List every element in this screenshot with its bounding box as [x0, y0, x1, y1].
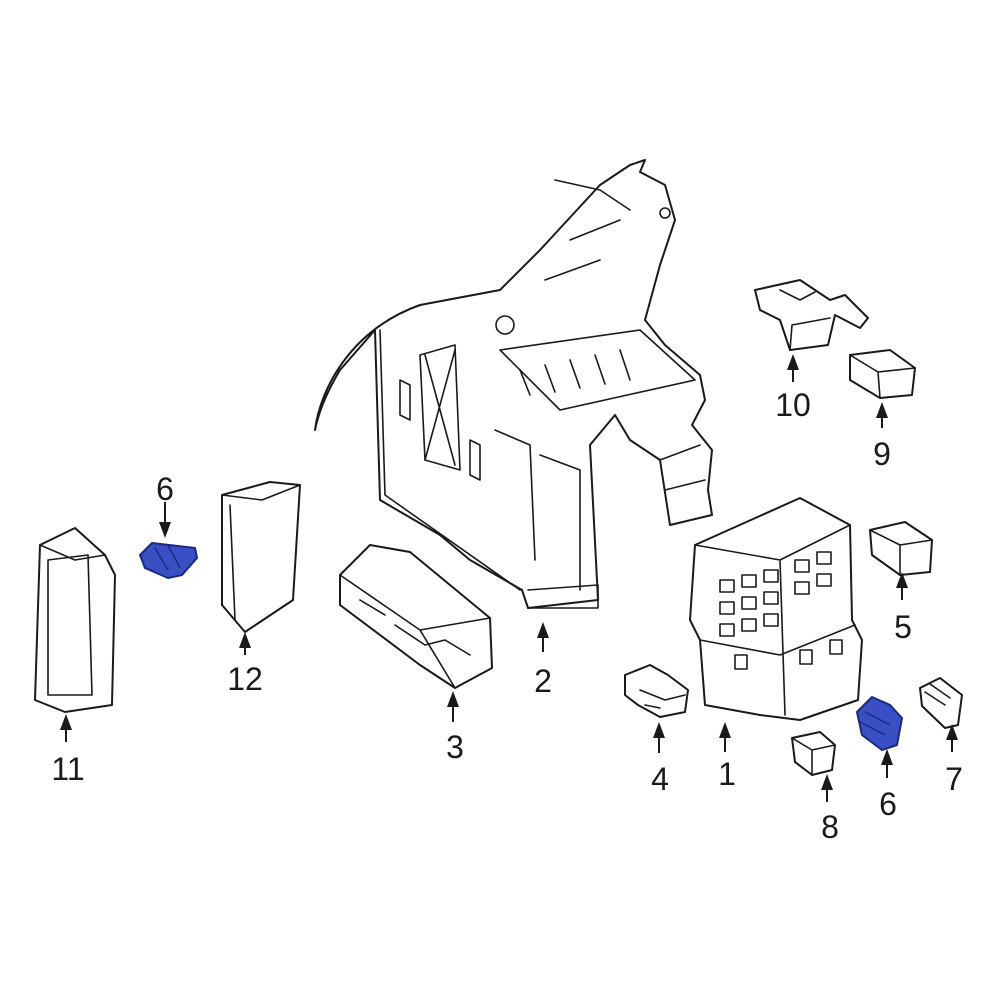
callout-label-6-right: 6 [879, 786, 897, 822]
part-12-cover[interactable] [221, 481, 301, 633]
callout-label-3: 3 [446, 729, 464, 765]
callout-label-9: 9 [873, 436, 891, 472]
part-10-connector[interactable] [754, 279, 869, 351]
callout-label-5: 5 [894, 609, 912, 645]
part-8-relay[interactable] [791, 731, 836, 776]
part-4-connector[interactable] [624, 664, 689, 718]
callout-label-12: 12 [227, 661, 263, 697]
part-6-fuse-highlighted[interactable] [139, 542, 198, 579]
part-2-bracket[interactable] [314, 159, 713, 609]
part-6-fuse-highlighted[interactable] [856, 696, 903, 751]
callout-label-2: 2 [534, 663, 552, 699]
callout-arrows [60, 354, 958, 802]
part-7-fuse[interactable] [919, 677, 963, 729]
callout-label-8: 8 [821, 809, 839, 845]
callout-label-6-left: 6 [156, 471, 174, 507]
part-1-fuse-box[interactable] [689, 497, 863, 721]
part-5-relay[interactable] [869, 521, 933, 576]
callout-label-4: 4 [651, 761, 669, 797]
callout-label-11: 11 [51, 751, 84, 787]
callout-label-10: 10 [775, 387, 811, 423]
part-3-tray[interactable] [339, 544, 493, 689]
part-9-relay[interactable] [849, 349, 916, 399]
callout-label-1: 1 [718, 756, 736, 792]
callout-label-7: 7 [945, 761, 963, 797]
part-11-frame[interactable] [34, 527, 116, 713]
